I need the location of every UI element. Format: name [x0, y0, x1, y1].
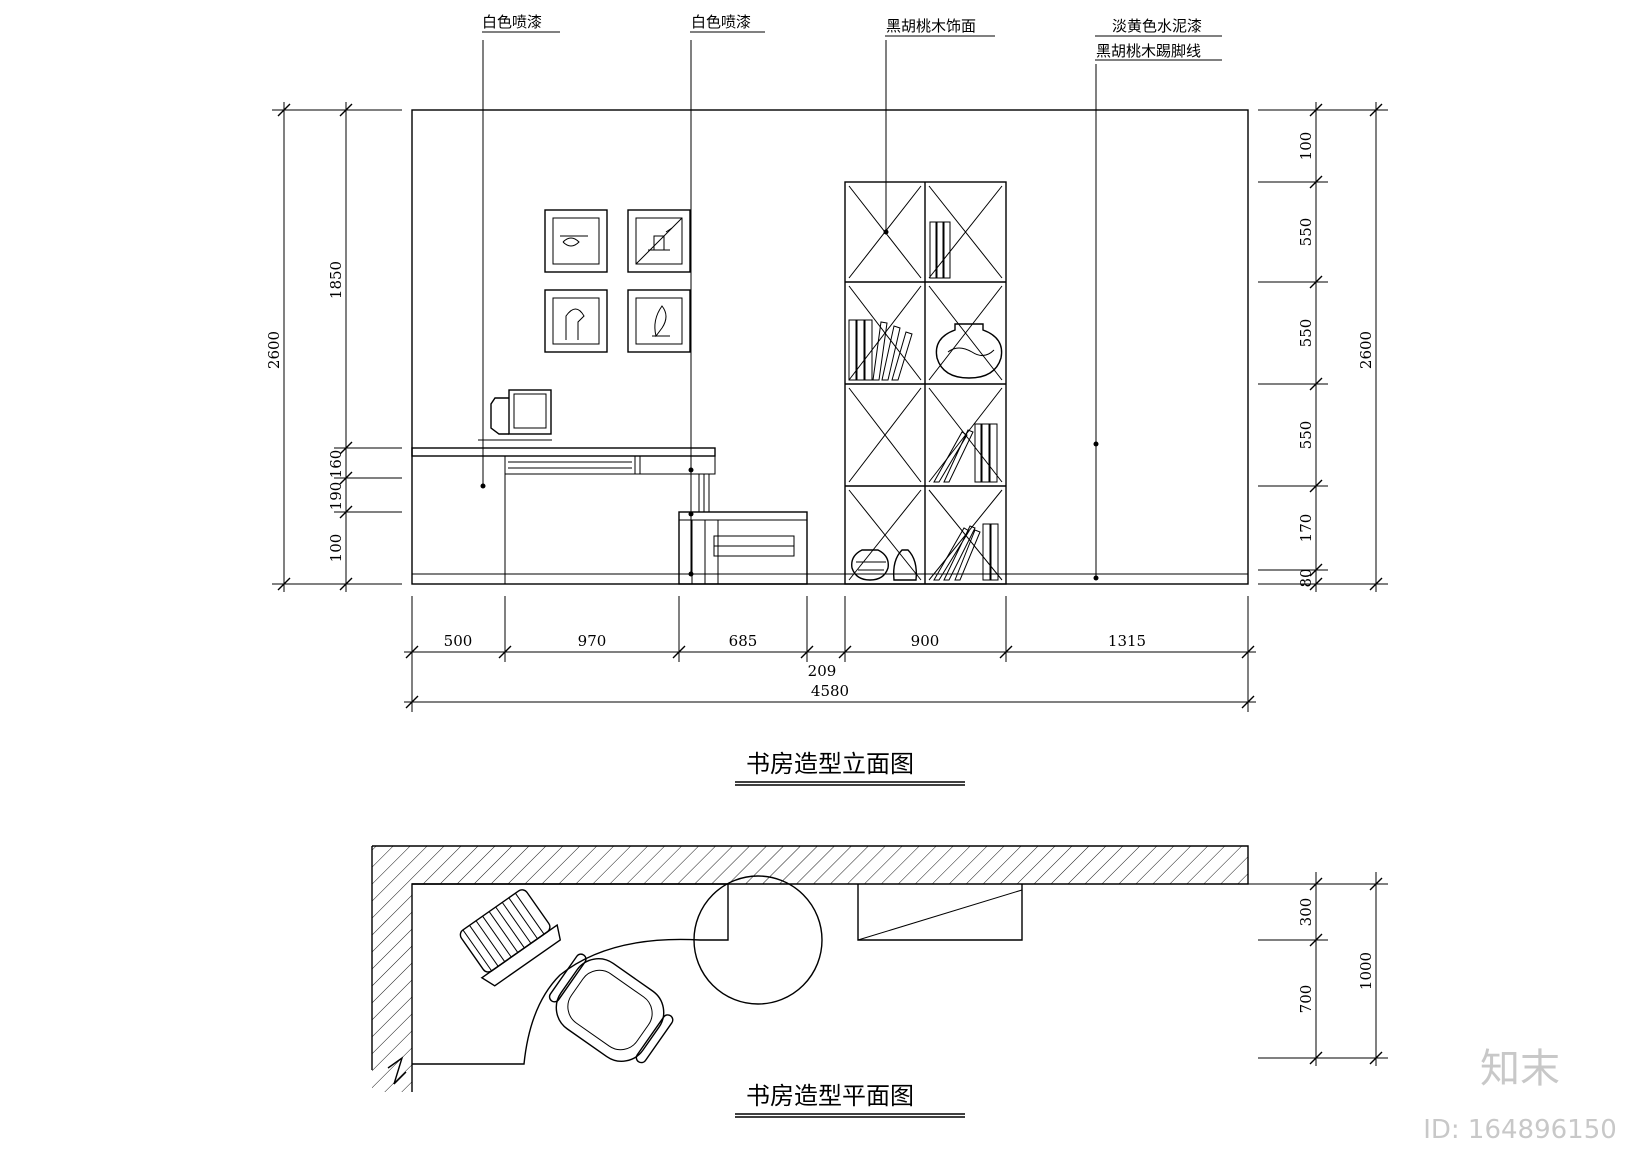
dim-left-160: 160 — [327, 450, 345, 479]
picture-frames — [544, 209, 691, 353]
bottom-dimensions — [404, 596, 1256, 712]
dim-right-170: 170 — [1297, 514, 1315, 543]
plan-desk — [412, 875, 1023, 1065]
dim-right-80: 80 — [1297, 568, 1315, 587]
callout-white-paint-2: 白色喷漆 — [691, 13, 751, 31]
plan-dim-1000: 1000 — [1357, 952, 1375, 990]
plan-office-chair — [548, 953, 674, 1064]
plan-view: 300 700 1000 书房造型平面图 — [371, 845, 1388, 1118]
vases — [851, 323, 1003, 581]
plan-dim-700: 700 — [1297, 985, 1315, 1014]
dim-bottom-500: 500 — [444, 632, 473, 650]
desk-chair — [678, 511, 808, 585]
dim-bottom-1315: 1315 — [1108, 632, 1146, 650]
elevation-view: 白色喷漆 白色喷漆 黑胡桃木饰面 淡黄色水泥漆 黑胡桃木踢脚线 2600 185… — [265, 13, 1388, 786]
wall-outline — [411, 109, 1249, 585]
dim-right-100: 100 — [1297, 132, 1315, 161]
computer-monitor — [478, 389, 552, 441]
callout-cement-paint: 淡黄色水泥漆 — [1112, 17, 1202, 35]
plan-dimensions — [1258, 872, 1388, 1066]
dim-left-2600: 2600 — [265, 331, 283, 369]
dim-bottom-970: 970 — [578, 632, 607, 650]
dim-bottom-total: 4580 — [811, 682, 849, 700]
dim-bottom-685: 685 — [729, 632, 758, 650]
dim-right-550-b: 550 — [1297, 319, 1315, 348]
plan-title: 书房造型平面图 — [746, 1082, 914, 1110]
break-line — [387, 1056, 407, 1085]
dim-right-2600: 2600 — [1357, 331, 1375, 369]
plan-wall-hatch — [372, 846, 1248, 1092]
dim-right-550-c: 550 — [1297, 421, 1315, 450]
dim-bottom-900: 900 — [911, 632, 940, 650]
plan-lounge-chair — [459, 889, 562, 987]
leader-lines — [480, 31, 1222, 581]
dim-right-550-a: 550 — [1297, 218, 1315, 247]
callout-walnut-veneer: 黑胡桃木饰面 — [886, 17, 976, 35]
dim-left-190: 190 — [327, 482, 345, 511]
right-dimensions — [1258, 102, 1388, 592]
dim-left-1850: 1850 — [327, 261, 345, 299]
left-dimensions — [272, 102, 402, 592]
callout-walnut-skirting: 黑胡桃木踢脚线 — [1096, 42, 1201, 60]
plan-dim-300: 300 — [1297, 898, 1315, 927]
dim-bottom-209: 209 — [808, 662, 837, 680]
callout-white-paint-1: 白色喷漆 — [482, 13, 542, 31]
watermark-id: ID: 164896150 — [1423, 1115, 1617, 1145]
bookshelf — [844, 181, 1007, 585]
desk — [411, 447, 716, 584]
watermark-logo: 知末 — [1480, 1046, 1560, 1092]
books — [848, 221, 999, 581]
elevation-title: 书房造型立面图 — [746, 750, 914, 778]
dim-left-100: 100 — [327, 534, 345, 563]
